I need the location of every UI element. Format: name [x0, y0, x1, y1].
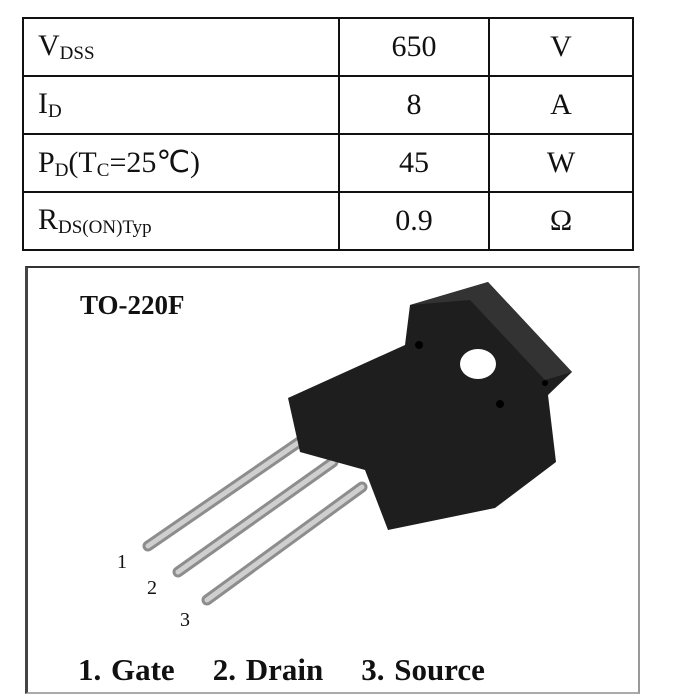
param-cell: VDSS — [22, 17, 340, 77]
table-row: RDS(ON)Typ 0.9 Ω — [22, 191, 634, 251]
unit-cell: V — [488, 17, 634, 77]
param-cell: PD(TC=25℃) — [22, 133, 340, 193]
param-condition: =25℃) — [109, 145, 201, 179]
table-row: PD(TC=25℃) 45 W — [22, 133, 634, 193]
param-subscript: D — [48, 101, 62, 122]
pin-drain-label: 2. Drain — [212, 652, 324, 687]
param-subscript: DSS — [59, 43, 95, 64]
param-symbol: V — [38, 29, 60, 62]
param-cell: RDS(ON)Typ — [22, 191, 340, 251]
pin-number: 2 — [147, 577, 157, 599]
package-figure — [25, 266, 640, 694]
value-cell: 8 — [338, 75, 490, 135]
param-symbol: R — [38, 203, 59, 236]
param-cell: ID — [22, 75, 340, 135]
pin-legend: 1. Gate 2. Drain 3. Source — [78, 652, 523, 688]
unit-cell: Ω — [488, 191, 634, 251]
spec-table: VDSS 650 V ID 8 A PD(TC=25℃) 45 W RDS(ON… — [22, 17, 634, 251]
package-name: TO-220F — [80, 290, 185, 320]
unit-cell: A — [488, 75, 634, 135]
value-cell: 0.9 — [338, 191, 490, 251]
lead-pins — [142, 432, 368, 606]
param-subscript: DS(ON)Typ — [58, 217, 152, 238]
param-subscript: D — [54, 159, 69, 181]
pin-source-label: 3. Source — [361, 652, 485, 687]
pin-number: 1 — [117, 551, 127, 573]
table-row: ID 8 A — [22, 75, 634, 135]
unit-cell: W — [488, 133, 634, 193]
param-condition: (T — [68, 145, 97, 179]
table-row: VDSS 650 V — [22, 17, 634, 77]
mounting-hole — [460, 349, 496, 379]
value-cell: 45 — [338, 133, 490, 193]
pin-number: 3 — [180, 609, 190, 631]
pin-gate-label: 1. Gate — [78, 652, 175, 687]
param-symbol: I — [38, 87, 48, 120]
package-body — [288, 282, 572, 530]
value-cell: 650 — [338, 17, 490, 77]
param-symbol: P — [38, 145, 55, 179]
param-subscript: C — [96, 159, 110, 181]
